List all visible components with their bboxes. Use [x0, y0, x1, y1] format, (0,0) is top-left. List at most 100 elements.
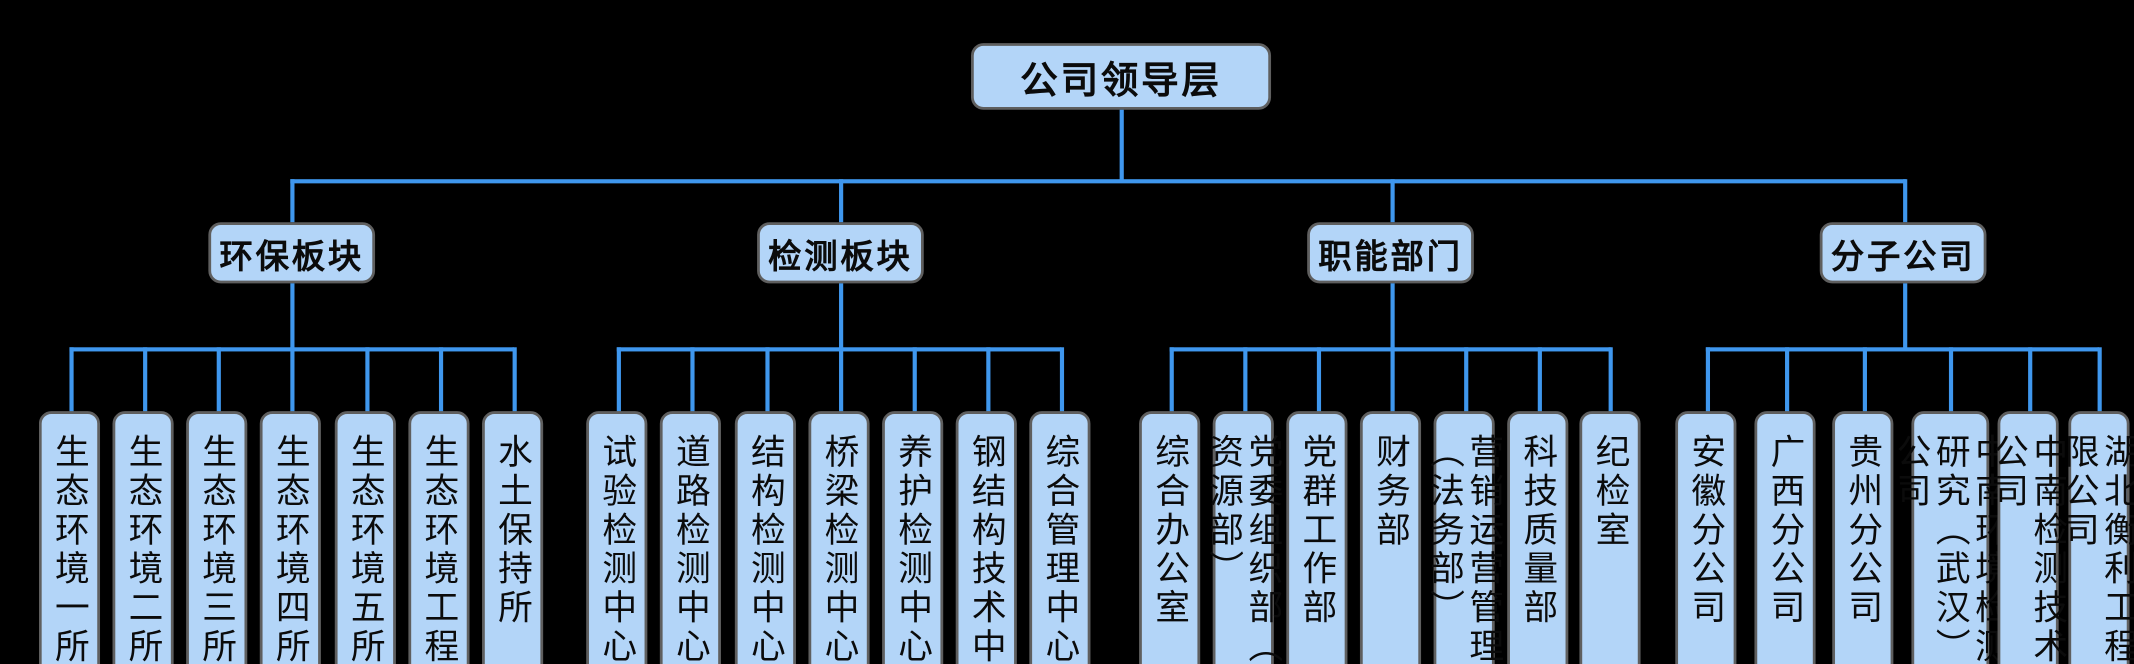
node-leaf-1-5-label: 钢结构技术中心 — [967, 433, 1008, 664]
node-leaf-0-6[interactable]: 水土保持所 — [482, 411, 544, 664]
node-leaf-1-2-label: 结构检测中心 — [746, 433, 787, 664]
node-leaf-1-4[interactable]: 养护检测中心 — [882, 411, 944, 664]
node-leaf-1-3[interactable]: 桥梁检测中心 — [808, 411, 870, 664]
connector-drop-2-6 — [1608, 347, 1613, 437]
node-leaf-0-6-label: 水土保持所 — [493, 433, 534, 628]
node-leaf-3-1-label: 广西分公司 — [1765, 433, 1807, 628]
node-leaf-1-6-label: 综合管理中心 — [1040, 433, 1081, 664]
connector-drop-0-2 — [216, 347, 221, 437]
node-leaf-0-5-label: 生态环境工程所 — [419, 433, 460, 664]
connector-drop-0-6 — [512, 347, 517, 437]
node-leaf-1-4-label: 养护检测中心 — [893, 433, 934, 664]
connector-drop-1-0 — [616, 347, 621, 437]
connector-stem-branch-0 — [290, 283, 295, 351]
node-leaf-3-4-label: 中南检测技术有限公司 — [1989, 433, 2069, 664]
node-leaf-2-4-label: 营销运营管理部（法务部） — [1425, 433, 1505, 664]
connector-drop-3-4 — [2028, 347, 2033, 437]
node-leaf-0-5[interactable]: 生态环境工程所 — [408, 411, 470, 664]
node-root-label: 公司领导层 — [1020, 59, 1222, 103]
node-leaf-2-0[interactable]: 综合办公室 — [1139, 411, 1201, 664]
node-leaf-2-4[interactable]: 营销运营管理部（法务部） — [1425, 411, 1505, 664]
node-leaf-2-2-label: 党群工作部 — [1297, 433, 1338, 628]
node-leaf-0-4-label: 生态环境五所 — [346, 433, 387, 664]
node-leaf-2-3[interactable]: 财务部 — [1359, 411, 1422, 664]
connector-drop-3-2 — [1862, 347, 1867, 437]
node-leaf-0-3-label: 生态环境四所 — [271, 433, 312, 664]
node-root[interactable]: 公司领导层 — [970, 43, 1272, 110]
node-leaf-0-1[interactable]: 生态环境二所 — [112, 411, 174, 664]
connector-drop-branch-3 — [1903, 179, 1908, 223]
node-leaf-2-1-label: 党委组织部（人力资源部） — [1204, 433, 1284, 664]
node-branch-fenzi-label: 分子公司 — [1830, 236, 1976, 276]
connector-drop-1-6 — [1059, 347, 1065, 437]
connector-stem-branch-3 — [1903, 283, 1908, 351]
node-leaf-3-5-label: 湖北衡利工程监理有限公司 — [2060, 433, 2134, 664]
node-leaf-1-2[interactable]: 结构检测中心 — [734, 411, 796, 664]
node-leaf-1-1[interactable]: 道路检测中心 — [659, 411, 721, 664]
node-leaf-2-3-label: 财务部 — [1371, 433, 1412, 551]
node-branch-fenzi[interactable]: 分子公司 — [1819, 222, 1987, 284]
node-leaf-2-1[interactable]: 党委组织部（人力资源部） — [1204, 411, 1284, 664]
connector-drop-3-3 — [1948, 347, 1954, 437]
connector-drop-0-0 — [69, 347, 74, 437]
node-leaf-3-0[interactable]: 安徽分公司 — [1675, 411, 1737, 664]
connector-drop-branch-0 — [290, 179, 295, 223]
connector-drop-0-4 — [365, 347, 370, 437]
node-leaf-3-2[interactable]: 贵州分公司 — [1832, 411, 1894, 664]
node-branch-zhineng[interactable]: 职能部门 — [1307, 222, 1474, 284]
node-leaf-2-0-label: 综合办公室 — [1150, 433, 1191, 628]
node-leaf-3-5[interactable]: 湖北衡利工程监理有限公司 — [2060, 411, 2134, 664]
node-leaf-0-4[interactable]: 生态环境五所 — [334, 411, 396, 664]
node-leaf-1-1-label: 道路检测中心 — [671, 433, 712, 664]
connector-drop-branch-2 — [1390, 179, 1395, 223]
node-leaf-0-0[interactable]: 生态环境一所 — [38, 411, 101, 664]
connector-root-stem — [1119, 109, 1124, 182]
node-leaf-3-2-label: 贵州分公司 — [1843, 433, 1884, 628]
node-leaf-2-6[interactable]: 纪检室 — [1579, 411, 1641, 664]
node-leaf-2-5[interactable]: 科技质量部 — [1507, 411, 1569, 664]
node-leaf-0-2[interactable]: 生态环境三所 — [186, 411, 248, 664]
node-leaf-1-0-label: 试验检测中心 — [597, 433, 638, 664]
node-leaf-0-3[interactable]: 生态环境四所 — [259, 411, 321, 664]
connector-drop-2-1 — [1243, 347, 1248, 437]
connector-stem-branch-1 — [839, 283, 844, 351]
node-leaf-2-6-label: 纪检室 — [1590, 433, 1632, 551]
node-leaf-3-3[interactable]: 中南环境检测技术研究（武汉）有限公司 — [1892, 411, 2011, 664]
connector-drop-3-5 — [2097, 347, 2102, 437]
node-branch-huanbao[interactable]: 环保板块 — [208, 222, 376, 284]
connector-drop-0-5 — [438, 347, 444, 437]
connector-drop-3-1 — [1785, 347, 1790, 437]
connector-stem-branch-2 — [1390, 283, 1395, 351]
node-leaf-1-3-label: 桥梁检测中心 — [819, 433, 861, 664]
connector-drop-1-3 — [839, 347, 844, 437]
node-leaf-0-2-label: 生态环境三所 — [197, 433, 238, 664]
node-leaf-2-5-label: 科技质量部 — [1518, 433, 1559, 628]
connector-drop-1-2 — [765, 347, 770, 437]
connector-drop-1-4 — [912, 347, 917, 437]
connector-level1-bus — [290, 179, 1906, 184]
node-leaf-0-0-label: 生态环境一所 — [50, 433, 91, 664]
connector-drop-0-1 — [143, 347, 148, 437]
connector-drop-2-2 — [1316, 347, 1322, 437]
node-leaf-3-4[interactable]: 中南检测技术有限公司 — [1989, 411, 2069, 664]
connector-drop-branch-1 — [839, 179, 844, 223]
node-leaf-3-1[interactable]: 广西分公司 — [1754, 411, 1816, 664]
node-branch-huanbao-label: 环保板块 — [219, 236, 364, 276]
node-branch-jiance-label: 检测板块 — [768, 236, 913, 276]
connector-drop-1-5 — [986, 347, 991, 437]
node-leaf-2-2[interactable]: 党群工作部 — [1286, 411, 1348, 664]
node-leaf-1-6[interactable]: 综合管理中心 — [1029, 411, 1091, 664]
node-leaf-1-5[interactable]: 钢结构技术中心 — [955, 411, 1017, 664]
connector-leaf-bus-3 — [1705, 347, 2099, 352]
node-branch-zhineng-label: 职能部门 — [1318, 236, 1463, 276]
connector-drop-0-3 — [290, 347, 295, 437]
node-branch-jiance[interactable]: 检测板块 — [757, 222, 924, 284]
connector-drop-3-0 — [1705, 347, 1711, 437]
connector-drop-2-5 — [1537, 347, 1542, 437]
node-leaf-0-1-label: 生态环境二所 — [123, 433, 165, 664]
connector-drop-1-1 — [690, 347, 695, 437]
node-leaf-1-0[interactable]: 试验检测中心 — [586, 411, 648, 664]
node-leaf-3-0-label: 安徽分公司 — [1686, 433, 1727, 628]
connector-drop-2-3 — [1390, 347, 1395, 437]
